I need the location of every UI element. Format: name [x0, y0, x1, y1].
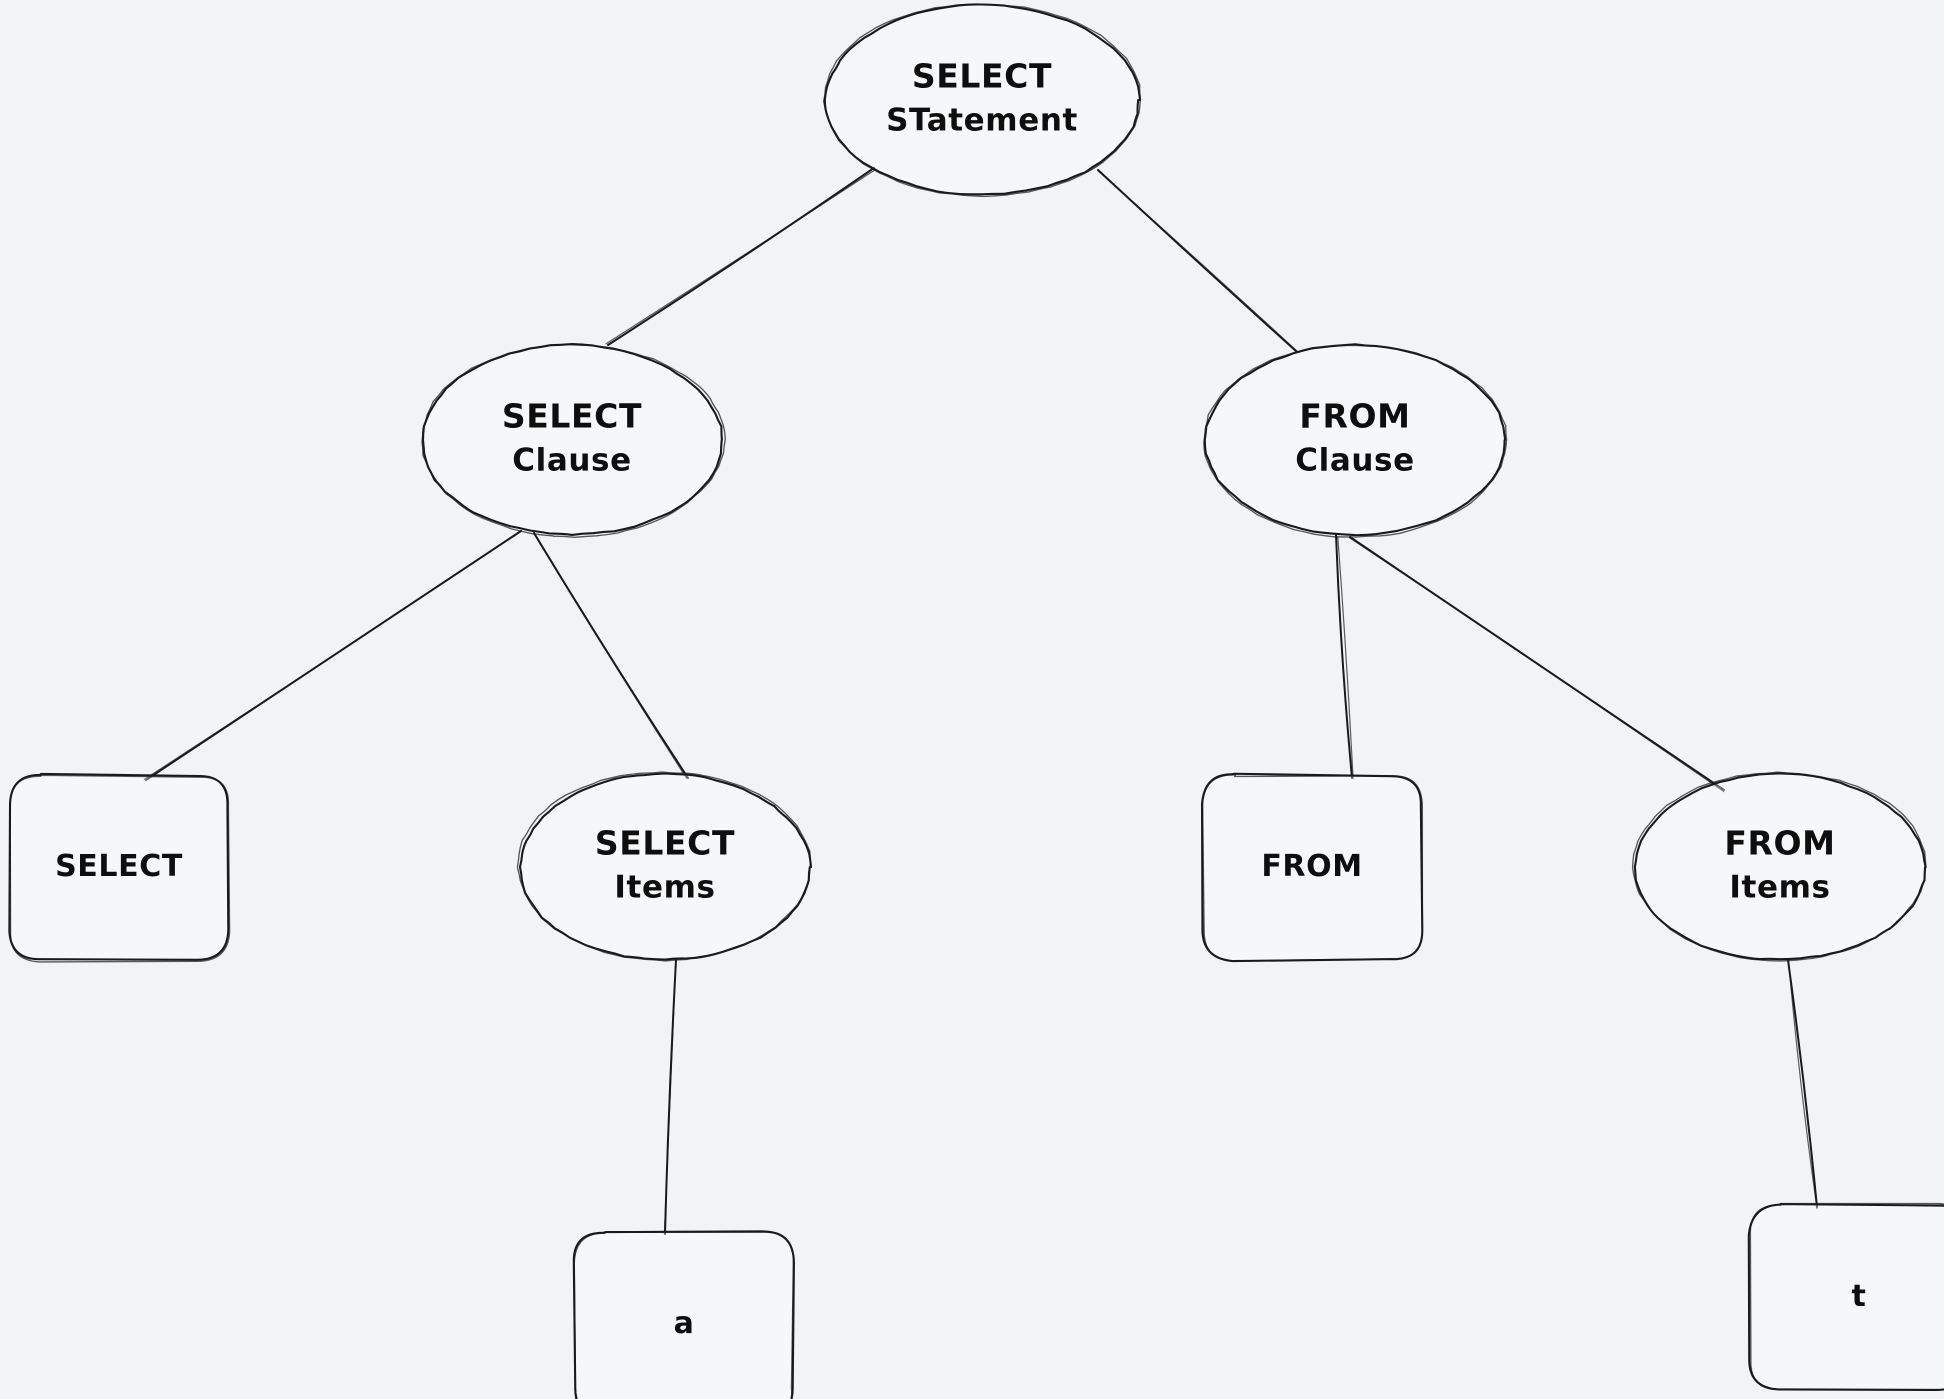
node-outline-ellipse-ghost	[1203, 344, 1508, 538]
node-from-items[interactable]: FROM Items	[1631, 771, 1927, 962]
node-outline-rect-ghost	[9, 774, 231, 963]
node-label-select-clause-line1: SELECT	[502, 397, 642, 436]
node-outline-ellipse	[1633, 772, 1927, 961]
node-label-from-items-line1: FROM	[1724, 824, 1835, 863]
node-label-select-items-line1: SELECT	[595, 824, 735, 863]
node-label-from-items-line2: Items	[1729, 870, 1830, 906]
node-label-leaf-t-line1: t	[1852, 1279, 1867, 1314]
node-label-from-clause-line2: Clause	[1295, 443, 1414, 479]
node-select-terminal[interactable]: SELECT	[8, 772, 231, 963]
node-outline-ellipse-ghost	[421, 344, 726, 538]
edge-select-statement-to-select-clause	[605, 167, 876, 346]
edges-layer	[143, 167, 1818, 1235]
node-label-leaf-a-line1: a	[674, 1306, 695, 1341]
node-outline-ellipse-ghost	[822, 3, 1142, 198]
node-select-statement[interactable]: SELECT STatement	[822, 3, 1142, 198]
node-outline-ellipse	[823, 3, 1142, 196]
node-label-select-statement-line2: STatement	[886, 103, 1078, 139]
edge-select-items-to-leaf-a	[663, 959, 677, 1235]
edge-select-clause-to-select-items	[533, 532, 689, 780]
node-label-select-clause-line2: Clause	[512, 443, 631, 479]
node-label-select-statement-line1: SELECT	[912, 57, 1052, 96]
edge-from-clause-to-from-terminal	[1335, 534, 1354, 780]
node-label-from-terminal-line1: FROM	[1261, 849, 1362, 884]
node-leaf-t[interactable]: t	[1747, 1202, 1944, 1391]
node-from-clause[interactable]: FROM Clause	[1203, 343, 1508, 538]
node-outline-ellipse-ghost	[1631, 771, 1927, 962]
node-outline-rect	[1747, 1203, 1944, 1391]
node-outline-rect-ghost	[1749, 1202, 1944, 1391]
node-outline-ellipse	[421, 343, 723, 536]
node-outline-rect-ghost	[573, 1230, 795, 1399]
edge-from-items-to-leaf-t	[1787, 959, 1818, 1210]
node-outline-ellipse-ghost	[516, 771, 811, 962]
nodes-layer: SELECTSTatementSELECTClauseFROMClauseSEL…	[8, 3, 1944, 1399]
node-label-select-items-line2: Items	[614, 870, 715, 906]
node-leaf-a[interactable]: a	[572, 1230, 795, 1399]
edge-from-clause-to-from-items	[1349, 536, 1725, 793]
node-select-clause[interactable]: SELECT Clause	[421, 343, 726, 538]
edge-select-statement-to-from-clause	[1097, 169, 1299, 353]
node-select-items[interactable]: SELECT Items	[516, 771, 813, 962]
node-label-from-clause-line1: FROM	[1299, 397, 1410, 436]
node-outline-rect-ghost	[1201, 774, 1424, 962]
node-from-terminal[interactable]: FROM	[1200, 772, 1424, 963]
edge-select-clause-to-select-terminal	[143, 530, 523, 781]
node-label-select-terminal-line1: SELECT	[55, 849, 183, 884]
